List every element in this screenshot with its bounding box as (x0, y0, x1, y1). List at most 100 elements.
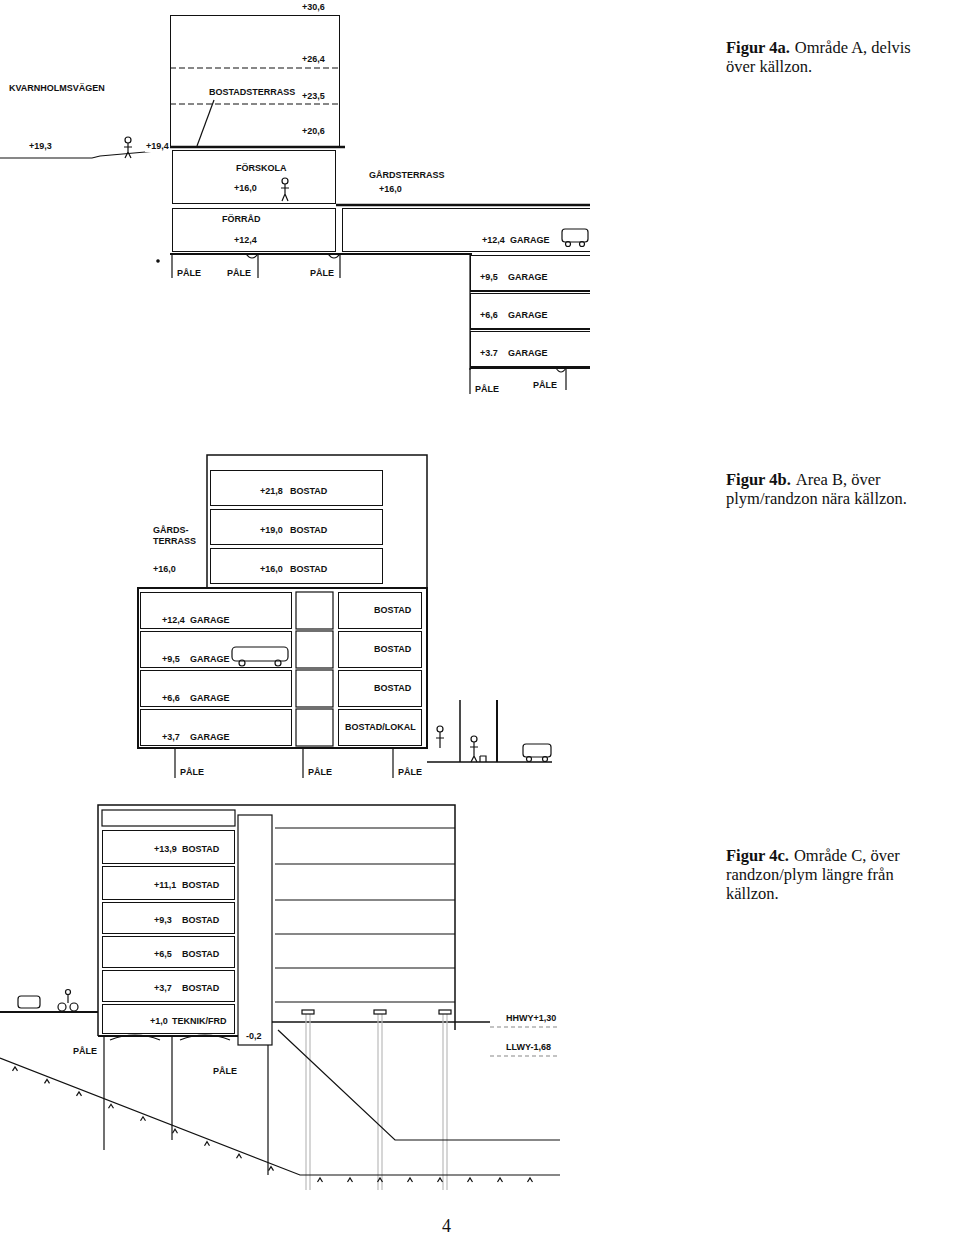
drawing-label: PÅLE (309, 268, 335, 279)
level-label: +21,8 (259, 486, 284, 497)
level-label: +23,5 (301, 91, 326, 102)
drawing-label: KVARNHOLMSVÄGEN (8, 83, 106, 94)
drawing-label: PÅLE (532, 380, 558, 391)
level-label: BOSTAD (289, 486, 328, 497)
drawing-label: +19,4 (145, 141, 170, 152)
room-box: FÖRSKOLA +16,0 (172, 150, 336, 204)
figure-caption: Figur 4c.Område C, över randzon/plym län… (726, 846, 936, 903)
room-box: +6,6 GARAGE (470, 293, 590, 329)
level-label: BOSTAD (373, 644, 412, 655)
rock-tick (77, 1092, 82, 1096)
drawing-label: LLWY-1,68 (505, 1042, 552, 1053)
rock-tick (141, 1117, 146, 1121)
room-box: +6,5BOSTAD (102, 936, 235, 968)
room-box: +30,6+26,4+23,5+20,6 (170, 15, 340, 147)
level-label: +3,7 (161, 732, 181, 743)
level-label: GARAGE (507, 348, 549, 359)
drawing-label: PÅLE (397, 767, 423, 778)
level-label: +1,0 (149, 1016, 169, 1027)
level-label: BOSTAD (373, 605, 412, 616)
room-box: +1,0TEKNIK/FRD (102, 1004, 235, 1034)
level-label: BOSTAD (373, 683, 412, 694)
level-label: BOSTAD (181, 983, 220, 994)
rock-tick (109, 1104, 114, 1108)
room-box: +3.7 GARAGE (470, 331, 590, 367)
room-box: FÖRRÅD +12,4 (172, 208, 336, 252)
rock-tick (173, 1129, 178, 1133)
level-label: GARAGE (189, 693, 231, 704)
level-label: BOSTAD (181, 844, 220, 855)
rock-tick (528, 1178, 533, 1182)
level-label: BOSTAD (181, 880, 220, 891)
level-label: +9,5 (479, 272, 499, 283)
room-box: +13,9BOSTAD (102, 830, 235, 864)
room-box: BOSTAD (338, 631, 422, 668)
rock-tick (498, 1178, 503, 1182)
room-box: +3,7GARAGE (140, 709, 292, 746)
drawing-label: +19,3 (28, 141, 53, 152)
rock-tick (408, 1178, 413, 1182)
level-label: +19,0 (259, 525, 284, 536)
level-label: +20,6 (301, 126, 326, 137)
level-label: +30,6 (301, 2, 326, 13)
level-label: +11,1 (153, 880, 177, 891)
level-label: +12,4 (233, 235, 258, 246)
level-label: TEKNIK/FRD (171, 1016, 228, 1027)
level-label: GARAGE (189, 615, 231, 626)
level-label: FÖRSKOLA (235, 163, 288, 174)
room-box: +21,8 BOSTAD (210, 470, 383, 506)
room-box: +9,3BOSTAD (102, 902, 235, 934)
drawing-label: +16,0 (152, 564, 177, 575)
level-label: +16,0 (233, 183, 258, 194)
room-box: +19,0BOSTAD (210, 509, 383, 545)
room-box: +3,7 BOSTAD (102, 970, 235, 1002)
drawing-label: PÅLE (176, 268, 202, 279)
room-box: BOSTAD (338, 592, 422, 629)
rock-tick (468, 1178, 473, 1182)
rock-tick (237, 1154, 242, 1158)
room-box: +16,0 BOSTAD (210, 548, 383, 584)
level-label: FÖRRÅD (221, 214, 262, 225)
drawing-label: HHWY+1,30 (505, 1013, 557, 1024)
level-label: +6,6 (161, 693, 181, 704)
level-label: BOSTAD (289, 564, 328, 575)
level-label: +3,7 (153, 983, 173, 994)
room-box: +12,4GARAGE (140, 592, 292, 629)
drawing-label: PÅLE (179, 767, 205, 778)
drawing-label: PÅLE (474, 384, 500, 395)
drawing-label: GÅRDS- TERRASS (152, 525, 197, 547)
level-label: +6,6 (479, 310, 499, 321)
room-box: +12,4GARAGE (342, 208, 590, 252)
room-box: +6,6 GARAGE (140, 670, 292, 707)
level-label: GARAGE (509, 235, 551, 246)
level-label: BOSTAD/LOKAL (344, 722, 417, 733)
level-label: +26,4 (301, 54, 326, 65)
level-label: +3.7 (479, 348, 499, 359)
caption-text: Figur 4c. (726, 846, 789, 865)
level-label: +9,3 (153, 915, 173, 926)
level-label: +9,5 (161, 654, 181, 665)
level-label: +16,0 (259, 564, 284, 575)
room-box: BOSTAD (338, 670, 422, 707)
drawing-label: PÅLE (226, 268, 252, 279)
rock-tick (205, 1142, 210, 1146)
room-box: BOSTAD/LOKAL (338, 709, 422, 746)
rock-tick (438, 1178, 443, 1182)
figure-caption: Figur 4a.Område A, delvis över källzon. (726, 38, 936, 76)
room-box: +9,5 GARAGE (470, 255, 590, 291)
rock-tick (13, 1067, 18, 1071)
level-label: GARAGE (507, 272, 549, 283)
level-label: +13,9 (153, 844, 178, 855)
level-label: +12,4 (481, 235, 506, 246)
drawing-label: BOSTADSTERRASS (208, 87, 296, 98)
caption-text: Figur 4b. (726, 470, 791, 489)
rock-tick (318, 1178, 323, 1182)
level-label: GARAGE (507, 310, 549, 321)
drawing-label: -0,2 (245, 1031, 263, 1042)
level-label: +6,5 (153, 949, 173, 960)
level-label: GARAGE (189, 654, 231, 665)
drawing-label: PÅLE (212, 1066, 238, 1077)
page-number: 4 (441, 1216, 452, 1236)
level-label: +12,4 (161, 615, 186, 626)
drawing-label: +16,0 (378, 184, 403, 195)
